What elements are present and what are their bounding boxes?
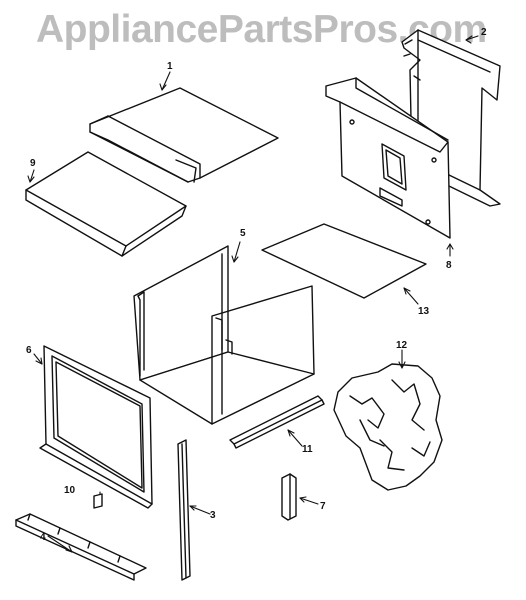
callout-12: 12 bbox=[396, 340, 408, 351]
callout-7: 7 bbox=[320, 501, 326, 512]
callout-5: 5 bbox=[240, 228, 246, 239]
part-1-top-panel bbox=[89, 87, 279, 183]
part-12-insulation-blanket bbox=[333, 363, 443, 491]
part-4-kick-panel bbox=[15, 513, 147, 581]
callout-3: 3 bbox=[210, 510, 216, 521]
callout-11: 11 bbox=[302, 444, 313, 455]
part-9-insulation-pad bbox=[25, 151, 187, 257]
callout-1: 1 bbox=[167, 61, 173, 72]
part-13-insulation-sheet bbox=[261, 223, 427, 299]
part-10-clip bbox=[93, 493, 103, 509]
part-11-trim-strip bbox=[229, 395, 325, 449]
callout-8: 8 bbox=[446, 260, 452, 271]
part-6-door-frame bbox=[39, 345, 153, 509]
part-5-oven-cavity bbox=[133, 245, 315, 425]
callout-13: 13 bbox=[418, 306, 430, 317]
callout-4: 4 bbox=[40, 532, 46, 543]
part-8-back-wall bbox=[325, 77, 451, 239]
callout-6: 6 bbox=[26, 345, 32, 356]
leader-lines bbox=[27, 35, 479, 553]
callout-2: 2 bbox=[481, 27, 487, 38]
part-7-bracket bbox=[281, 473, 297, 521]
callout-10: 10 bbox=[64, 485, 76, 496]
callout-numbers: 1 2 3 4 5 6 7 8 9 10 11 12 13 bbox=[26, 27, 487, 543]
callout-9: 9 bbox=[30, 158, 36, 169]
part-3-side-rail bbox=[177, 439, 191, 581]
